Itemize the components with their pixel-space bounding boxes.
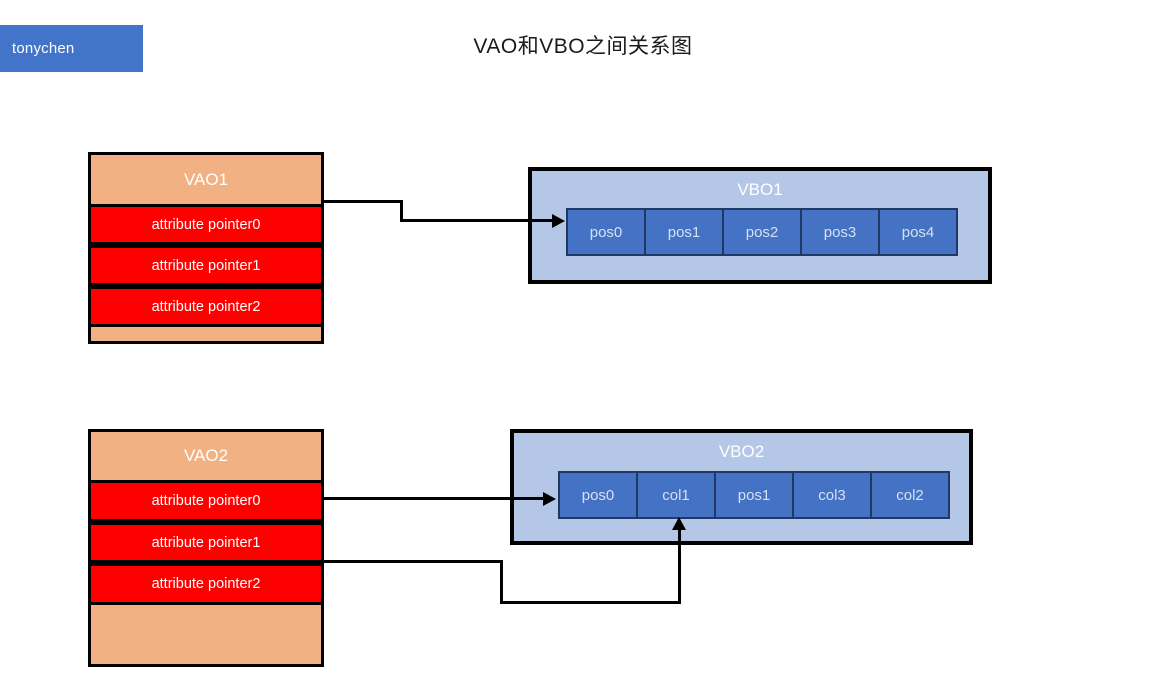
vbo1-cell-pos2: pos2 [722,208,802,256]
vao2-title: VAO2 [183,446,229,465]
vao1-attribute-pointer0-label: attribute pointer0 [151,216,261,233]
vao1-attribute-pointer2: attribute pointer2 [91,286,321,327]
vbo1-title: VBO1 [737,180,783,199]
connector-vao2-top-seg-h [324,497,545,500]
vao1-attribute-pointer2-label: attribute pointer2 [151,298,261,315]
vao1-attribute-pointer0: attribute pointer0 [91,204,321,245]
connector-vao1-seg-h1 [324,200,403,203]
vbo2-block: VBO2 pos0 col1 pos1 col3 col2 [510,429,973,545]
vao1-block: VAO1 attribute pointer0 attribute pointe… [88,152,324,344]
vbo1-cell-pos1-label: pos1 [667,223,701,241]
vao2-block: VAO2 attribute pointer0 attribute pointe… [88,429,324,667]
vbo1-cells: pos0 pos1 pos2 pos3 pos4 [566,208,966,256]
vbo1-cell-pos0: pos0 [566,208,646,256]
connector-vao2-top-arrowhead [543,492,556,506]
connector-vao1-arrowhead [552,214,565,228]
vbo1-cell-pos1: pos1 [644,208,724,256]
user-watermark-label: tonychen [12,40,75,57]
vao2-attribute-pointer0-label: attribute pointer0 [151,493,261,509]
vbo1-cell-pos3-label: pos3 [823,223,857,241]
vao2-attribute-pointer2-label: attribute pointer2 [151,576,261,592]
connector-vao2-bottom-arrowhead [672,517,686,530]
connector-vao2-bottom-seg-v1 [500,560,503,604]
vbo2-cell-col3-label: col3 [818,486,846,504]
vbo2-cell-col1-label: col1 [662,486,690,504]
vao1-header: VAO1 [91,155,321,204]
user-watermark-badge: tonychen [0,25,143,72]
vao1-attribute-pointer1: attribute pointer1 [91,245,321,286]
vbo1-cell-pos2-label: pos2 [745,223,779,241]
vbo2-cell-col2: col2 [870,471,950,519]
vbo2-cell-col2-label: col2 [896,486,924,504]
connector-vao1-seg-v1 [400,200,403,222]
vbo1-cell-pos4-label: pos4 [901,223,935,241]
vbo1-cell-pos4: pos4 [878,208,958,256]
vao2-attribute-pointer1: attribute pointer1 [91,522,321,563]
connector-vao2-bottom-seg-h2 [500,601,681,604]
vbo2-cell-pos1-label: pos1 [737,486,771,504]
vbo2-cells: pos0 col1 pos1 col3 col2 [558,471,957,519]
vbo2-cell-pos1: pos1 [714,471,794,519]
vbo1-block: VBO1 pos0 pos1 pos2 pos3 pos4 [528,167,992,284]
vao1-title: VAO1 [183,169,229,189]
vao2-attribute-pointer0: attribute pointer0 [91,480,321,522]
connector-vao2-bottom-seg-h1 [324,560,503,563]
vao2-header: VAO2 [91,432,321,480]
vbo2-cell-col1: col1 [636,471,716,519]
vbo2-cell-pos0: pos0 [558,471,638,519]
page-title: VAO和VBO之间关系图 [473,35,693,58]
vbo1-cell-pos0-label: pos0 [589,223,623,241]
connector-vao1-seg-h2 [400,219,553,222]
connector-vao2-bottom-seg-v2 [678,528,681,601]
vbo2-title: VBO2 [718,442,765,461]
vbo1-cell-pos3: pos3 [800,208,880,256]
vbo2-cell-pos0-label: pos0 [581,486,615,504]
vao2-attribute-pointer2: attribute pointer2 [91,563,321,605]
vbo2-cell-col3: col3 [792,471,872,519]
vao2-attribute-pointer1-label: attribute pointer1 [151,534,261,551]
vao1-attribute-pointer1-label: attribute pointer1 [151,257,261,274]
